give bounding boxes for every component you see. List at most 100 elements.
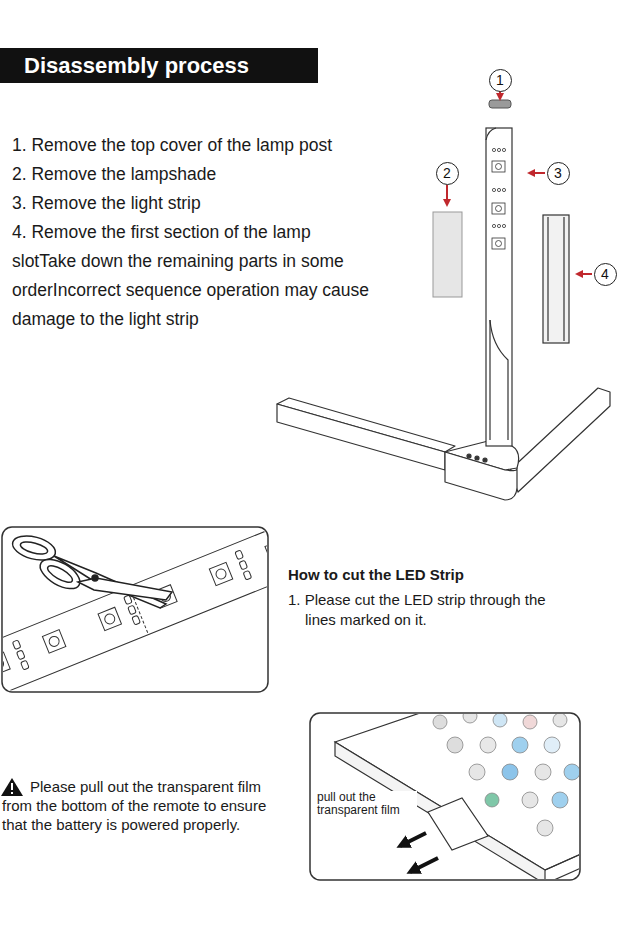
strip-pads [235, 550, 244, 560]
strip-pads [3, 657, 5, 670]
strip-pads [215, 567, 228, 580]
lamp-post [489, 320, 490, 440]
led-pads [496, 164, 502, 170]
led-pads [496, 241, 502, 247]
remote-buttons [535, 764, 551, 780]
transparent-film [428, 798, 488, 850]
led-pads [492, 224, 495, 227]
remote-buttons [493, 714, 507, 727]
strip-pads [12, 550, 251, 670]
led-pads [492, 203, 505, 214]
remote-buttons [485, 793, 499, 807]
lamp-post [486, 128, 496, 140]
strip-pads [98, 607, 121, 630]
lamp-post [486, 128, 512, 446]
led-pads [502, 188, 505, 191]
strip-pads [16, 650, 25, 660]
warning-icon [11, 792, 13, 794]
warning-text: Please pull out the transparent film fro… [2, 777, 287, 834]
strip-pads [103, 612, 116, 625]
led-strip-figure [3, 528, 267, 691]
instruction-text: 1. Please cut the LED strip through the … [288, 590, 550, 630]
remote-buttons [553, 714, 567, 727]
remote-figure [545, 864, 579, 879]
callout-digit: 2 [443, 166, 451, 180]
step-text: 4. Remove the first section of the lamp … [12, 218, 378, 334]
callout-digit: 1 [496, 73, 504, 87]
led-pads [492, 148, 495, 151]
lamp-post [486, 128, 512, 446]
lamp-base [277, 388, 610, 500]
remote-buttons [480, 737, 496, 753]
led-pads [496, 206, 502, 212]
callout-number: 4 [594, 263, 617, 286]
strip-pads [128, 605, 137, 615]
callout-number: 3 [547, 162, 570, 185]
scissors [19, 540, 49, 557]
callout-label: pull out the transparent film [317, 791, 417, 817]
strip-pads [265, 540, 267, 563]
lamp-base [467, 454, 471, 458]
remote-buttons [502, 764, 518, 780]
strip-pads [3, 652, 10, 675]
remote-buttons [552, 792, 568, 808]
warning-icon [1, 778, 23, 796]
led-strip-figure [3, 528, 267, 691]
remote-buttons [523, 715, 537, 729]
led-strip-figure [3, 528, 267, 691]
top-cover [489, 100, 511, 108]
led-pads [492, 188, 495, 191]
remote-buttons [537, 820, 553, 836]
lamp-base [277, 404, 445, 470]
panel-frame [2, 527, 268, 692]
callout-arrow [446, 185, 448, 205]
callout-arrow [529, 172, 545, 174]
strip-pads [132, 615, 141, 625]
title-banner [0, 48, 318, 83]
scissors [78, 578, 172, 600]
title-text: Disassembly process [24, 48, 249, 83]
lamp-base [445, 452, 517, 500]
lamp-slot [563, 217, 564, 341]
step-text: 3. Remove the light strip [12, 189, 384, 218]
strip-pads [3, 529, 267, 691]
lamp-base [510, 388, 610, 492]
warning-icon [1, 778, 23, 796]
remote-buttons [522, 792, 538, 808]
lamp-post [490, 320, 508, 440]
callout-number: 1 [489, 69, 512, 92]
remote-buttons [512, 737, 528, 753]
strip-pads [48, 635, 61, 648]
led-pads [492, 148, 506, 249]
led-pads [492, 161, 505, 172]
remote-buttons [544, 737, 560, 753]
lamp-base [475, 456, 479, 460]
remote-buttons [469, 764, 485, 780]
callout-digit: 4 [601, 267, 609, 281]
lamp-base [483, 458, 487, 462]
strip-pads [243, 570, 252, 580]
strip-pads [209, 562, 232, 585]
strip-pads [21, 660, 30, 670]
strip-pads [239, 560, 248, 570]
lamp-slot [547, 217, 548, 341]
callout-arrow [577, 273, 592, 275]
section-heading: How to cut the LED Strip [288, 565, 588, 584]
led-pads [502, 148, 505, 151]
lampshade [433, 212, 462, 297]
led-pads [497, 188, 500, 191]
strip-pads [42, 630, 65, 653]
led-pads [497, 148, 500, 151]
scissors [10, 532, 172, 608]
lamp-slot [543, 215, 569, 343]
lamp-slot [543, 215, 569, 343]
led-pads [502, 224, 505, 227]
remote-figure [545, 850, 579, 870]
remote-buttons [433, 715, 447, 729]
warning-icon [11, 783, 13, 790]
led-pads [497, 224, 500, 227]
step-text: 1. Remove the top cover of the lamp post [12, 131, 384, 160]
callout-digit: 3 [554, 166, 562, 180]
pull-arrow [400, 833, 426, 846]
